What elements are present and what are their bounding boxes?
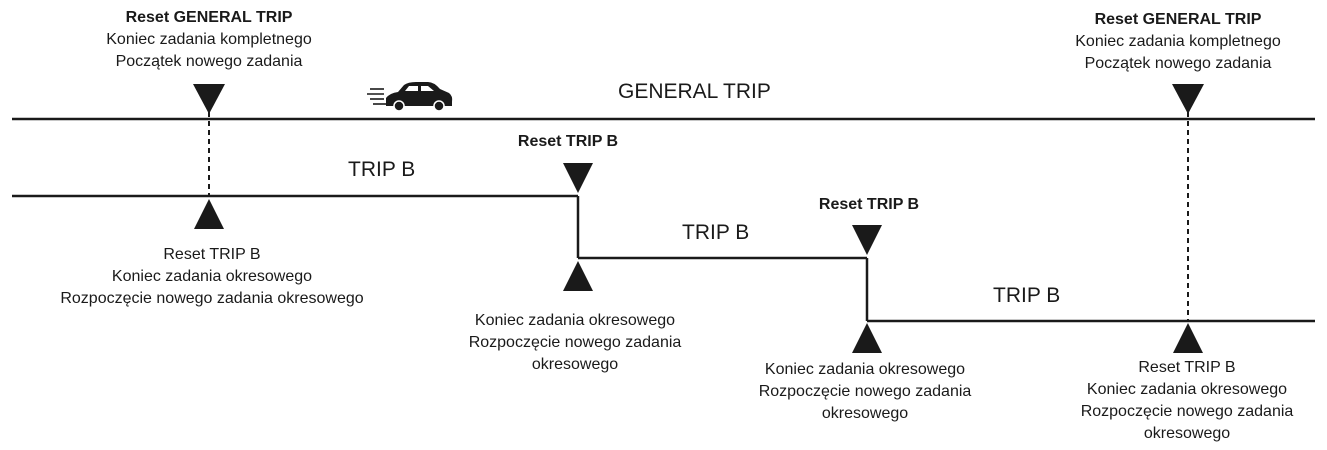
triangle-down-icon xyxy=(563,163,593,193)
reset-trip-b-label-1: Reset TRIP B xyxy=(517,133,619,150)
reset-general-trip-right: Reset GENERAL TRIP Koniec zadania komple… xyxy=(1075,11,1281,72)
reset-general-trip-left: Reset GENERAL TRIP Koniec zadania komple… xyxy=(106,9,312,70)
trip-b-label-3: TRIP B xyxy=(993,284,1061,307)
general-trip-label: GENERAL TRIP xyxy=(618,80,771,103)
car-icon xyxy=(367,82,453,112)
bottom-label-4: Reset TRIP B Koniec zadania okresowego R… xyxy=(1080,359,1294,442)
triangle-up-icon xyxy=(563,261,593,291)
triangle-down-icon xyxy=(1172,84,1204,114)
bottom-label-1: Reset TRIP B Koniec zadania okresowego R… xyxy=(60,246,364,307)
trip-b-label-1: TRIP B xyxy=(348,158,416,181)
triangle-down-icon xyxy=(193,84,225,114)
reset-trip-b-label-2: Reset TRIP B xyxy=(818,196,920,213)
trip-b-label-2: TRIP B xyxy=(682,221,750,244)
triangle-up-icon xyxy=(852,323,882,353)
triangle-up-icon xyxy=(1173,323,1203,353)
triangle-down-icon xyxy=(852,225,882,255)
bottom-label-3: Koniec zadania okresowego Rozpoczęcie no… xyxy=(758,361,972,422)
triangle-up-icon xyxy=(194,199,224,229)
bottom-label-2: Koniec zadania okresowego Rozpoczęcie no… xyxy=(468,312,682,373)
